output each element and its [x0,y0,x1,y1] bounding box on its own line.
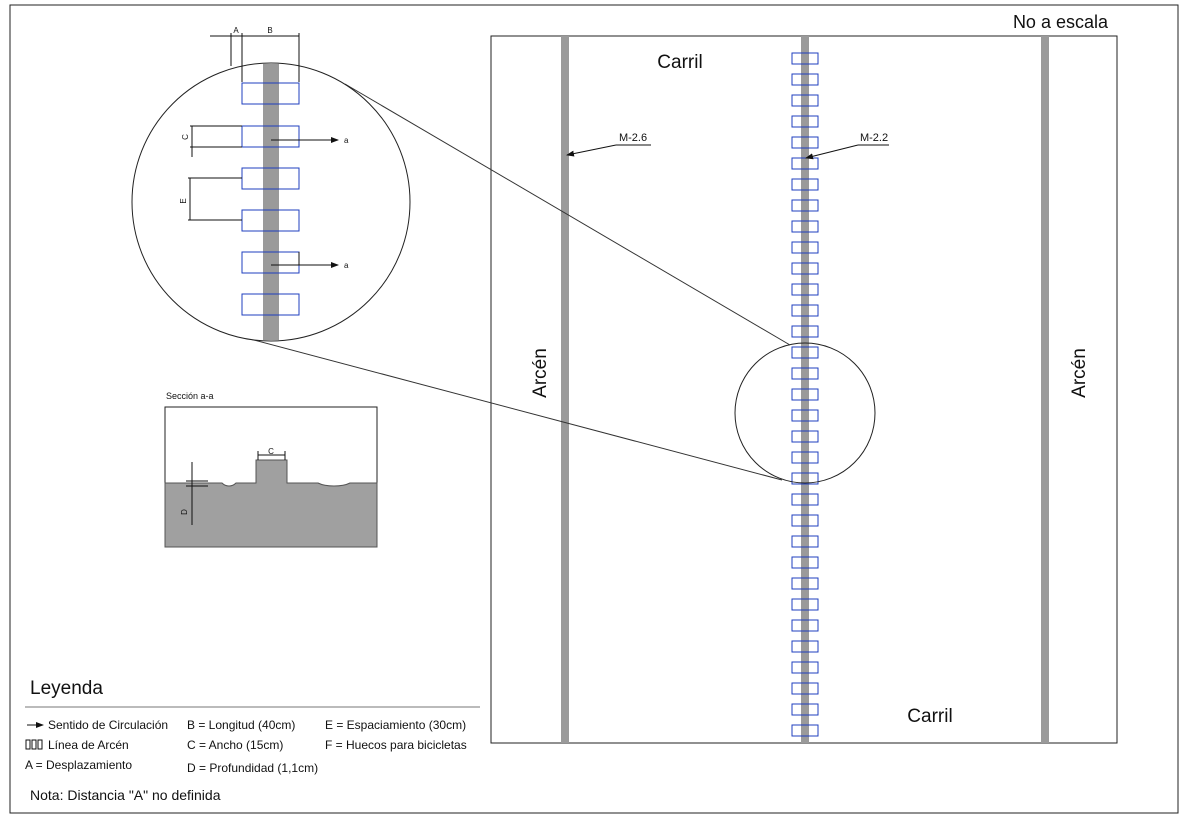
rumble-strip [791,94,819,107]
rumble-strip [791,157,819,170]
rumble-strip [791,73,819,86]
section-ground [164,459,378,548]
rumble-strip [791,514,819,527]
rumble-strip-column [791,52,819,737]
rumble-strip [791,682,819,695]
sheet-border [9,4,1179,814]
legend-note: Nota: Distancia "A" no definida [30,787,221,803]
rumble-strip [791,304,819,317]
rumble-strip [791,724,819,737]
arcen-left-label: Arcén [530,348,551,398]
rumble-strip [791,640,819,653]
m26-leader [566,144,617,157]
rumble-strip [791,367,819,380]
section-mark-bottom: a [344,261,349,270]
zoom-connector-bottom [234,334,783,481]
section-mark-top: a [344,136,349,145]
rumble-strip [791,409,819,422]
rumble-strip [791,472,819,485]
detail-rumble-strip [241,125,300,148]
detail-rumble-strip [241,293,300,316]
legend-shoulder-line: Línea de Arcén [48,738,129,752]
rumble-strip [791,661,819,674]
rumble-strip [791,619,819,632]
rumble-strip [791,556,819,569]
rumble-strip [791,703,819,716]
arcen-right-label: Arcén [1069,348,1090,398]
zoom-connector-top [344,83,791,346]
section-dim-c-label: C [268,447,274,456]
section-title: Sección a-a [166,391,214,401]
m26-label: M-2.6 [619,132,647,144]
carril-bottom-label: Carril [907,706,952,727]
legend-e: E = Espaciamiento (30cm) [325,718,466,732]
right-shoulder-line [1041,36,1049,743]
rumble-strip [791,283,819,296]
section-dim-d-label: D [180,509,189,515]
zoom-source-circle [734,342,876,484]
dim-b-label: B [267,26,272,35]
dim-e-label: E [179,198,188,203]
legend-d: D = Profundidad (1,1cm) [187,761,318,775]
m22-label: M-2.2 [860,132,888,144]
carril-top-label: Carril [657,52,702,73]
rumble-strip [791,136,819,149]
rumble-strip [791,262,819,275]
rumble-strip [791,52,819,65]
rumble-strip [791,115,819,128]
legend-c: C = Ancho (15cm) [187,738,283,752]
rumble-strip [791,598,819,611]
rumble-strip [791,493,819,506]
rumble-strip [791,346,819,359]
legend-f: F = Huecos para bicicletas [325,738,467,752]
legend-shoulder-line-icon [25,739,43,750]
rumble-strip [791,325,819,338]
legend-b: B = Longitud (40cm) [187,718,295,732]
legend-a: A = Desplazamiento [25,758,132,772]
rumble-strip [791,199,819,212]
dim-a-label: A [233,26,239,35]
legend-direction: Sentido de Circulación [48,718,168,732]
rumble-strip [791,535,819,548]
rumble-strip [791,241,819,254]
rumble-strip [791,388,819,401]
legend-title: Leyenda [30,678,103,699]
detail-rumble-strip [241,82,300,105]
rumble-strip [791,178,819,191]
rumble-strip [791,220,819,233]
rumble-strip [791,577,819,590]
m22-leader [805,144,859,160]
detail-shoulder-line [263,64,279,340]
dim-c-label: C [181,134,190,140]
rumble-strip [791,430,819,443]
left-shoulder-line [561,36,569,743]
scale-note: No a escala [1013,12,1109,32]
rumble-strip [791,451,819,464]
